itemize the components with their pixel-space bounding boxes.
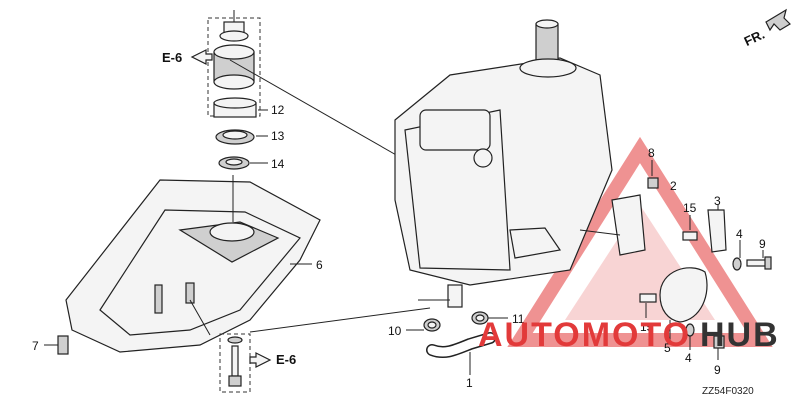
clip-7 bbox=[57, 335, 69, 355]
clamp-11 bbox=[471, 311, 489, 325]
bolt-9b bbox=[713, 335, 725, 349]
drive-gear bbox=[213, 21, 255, 90]
watermark-text-dark: HUB bbox=[700, 316, 780, 354]
bolt-9a bbox=[746, 256, 772, 270]
bolt-lower bbox=[227, 336, 243, 387]
front-direction-arrow bbox=[765, 8, 791, 32]
cover-5 bbox=[659, 267, 708, 323]
oil-seal-14 bbox=[218, 156, 250, 170]
bolt-8 bbox=[647, 177, 659, 189]
callout-3[interactable]: 3 bbox=[714, 194, 721, 208]
callout-13[interactable]: 13 bbox=[271, 129, 285, 143]
callout-6[interactable]: 6 bbox=[316, 258, 323, 272]
callout-5[interactable]: 5 bbox=[664, 341, 671, 355]
bearing-12 bbox=[213, 97, 257, 118]
callout-15a[interactable]: 15 bbox=[683, 201, 697, 215]
callout-1[interactable]: 1 bbox=[466, 376, 473, 390]
callout-10[interactable]: 10 bbox=[388, 324, 402, 338]
callout-9b[interactable]: 9 bbox=[714, 363, 721, 377]
watermark-text-red: AUTOMOTO bbox=[478, 316, 691, 354]
callout-15b[interactable]: 15 bbox=[640, 320, 654, 334]
callout-8[interactable]: 8 bbox=[648, 146, 655, 160]
bearing-13 bbox=[215, 129, 255, 145]
engine-block bbox=[394, 19, 613, 308]
callout-12[interactable]: 12 bbox=[271, 103, 285, 117]
callout-2[interactable]: 2 bbox=[670, 179, 677, 193]
callout-14[interactable]: 14 bbox=[271, 157, 285, 171]
clamp-10 bbox=[423, 318, 441, 332]
callout-7[interactable]: 7 bbox=[32, 339, 39, 353]
ref-label-lower[interactable]: E-6 bbox=[276, 352, 296, 367]
front-direction-label: FR. bbox=[742, 27, 767, 49]
figure-code: ZZ54F0320 bbox=[702, 386, 754, 397]
ref-label-upper[interactable]: E-6 bbox=[162, 50, 182, 65]
pin-15a bbox=[682, 231, 698, 241]
ref-arrow-upper bbox=[190, 49, 213, 65]
washer-4a bbox=[732, 257, 742, 271]
bracket-2 bbox=[611, 194, 646, 256]
callout-9a[interactable]: 9 bbox=[759, 237, 766, 251]
pin-15b bbox=[639, 293, 657, 303]
ref-arrow-lower bbox=[249, 352, 272, 368]
callout-4a[interactable]: 4 bbox=[736, 227, 743, 241]
callout-11[interactable]: 11 bbox=[512, 312, 525, 326]
sensor-3 bbox=[707, 209, 727, 253]
mount-case-6 bbox=[65, 179, 321, 353]
callout-4b[interactable]: 4 bbox=[685, 351, 692, 365]
